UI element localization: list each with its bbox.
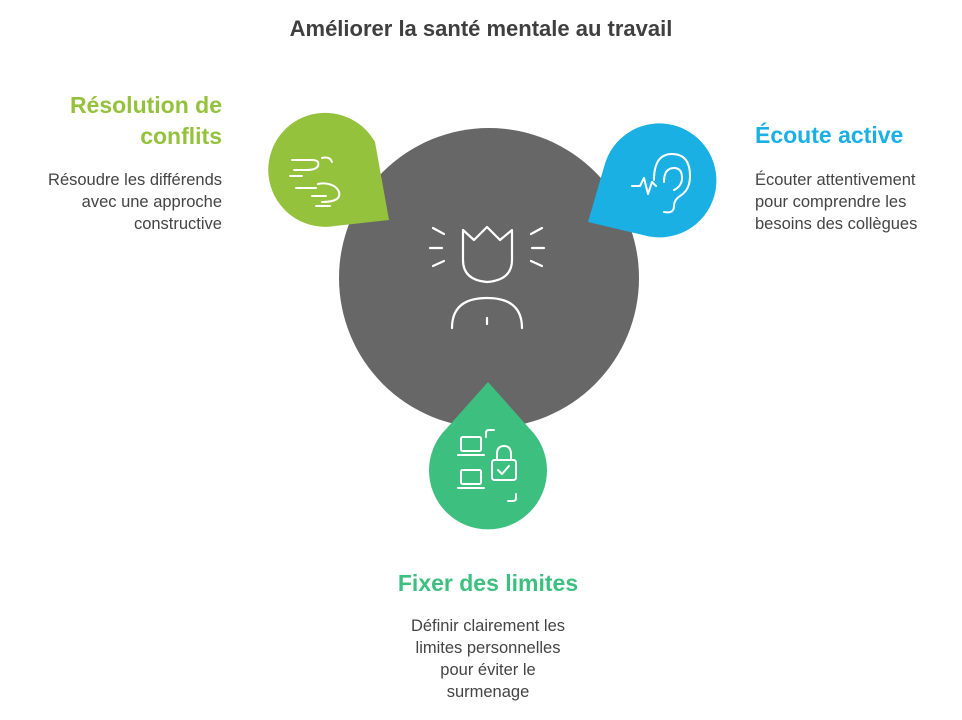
heading-line: conflits — [140, 123, 222, 149]
page-title: Améliorer la santé mentale au travail — [289, 16, 673, 41]
conflict-resolution-heading: Résolution de conflits — [70, 90, 222, 152]
conflict-resolution-icon — [289, 156, 341, 207]
center-circle — [339, 128, 639, 428]
active-listening-description: Écouter attentivement pour comprendre le… — [755, 169, 917, 235]
set-limits-heading: Fixer des limites — [338, 568, 638, 599]
description-line: surmenage — [446, 683, 530, 701]
set-limits-drop — [429, 382, 548, 530]
laptops-lock-icon — [457, 429, 517, 502]
description-line: constructive — [133, 215, 222, 233]
description-line: avec une approche — [81, 193, 222, 211]
active-listening-heading: Écoute active — [755, 120, 903, 151]
heading-line: Fixer des limites — [397, 570, 579, 596]
description-line: pour éviter le — [440, 661, 536, 679]
description-line: besoins des collègues — [755, 215, 918, 233]
set-limits-description: Définir clairement les limites personnel… — [338, 615, 638, 703]
description-line: pour comprendre les — [755, 193, 907, 211]
active-listening-drop — [588, 123, 717, 238]
ear-listening-icon — [631, 153, 691, 214]
heading-line: Écoute active — [755, 122, 904, 148]
description-line: Définir clairement les — [410, 617, 566, 635]
description-line: Écouter attentivement — [755, 171, 916, 189]
conflict-resolution-description: Résoudre les différends avec une approch… — [48, 169, 222, 235]
stressed-person-with-crown-icon — [428, 225, 546, 330]
description-line: limites personnelles — [415, 639, 561, 657]
description-line: Résoudre les différends — [48, 171, 222, 189]
conflict-resolution-drop — [268, 112, 389, 227]
heading-line: Résolution de — [69, 92, 222, 118]
